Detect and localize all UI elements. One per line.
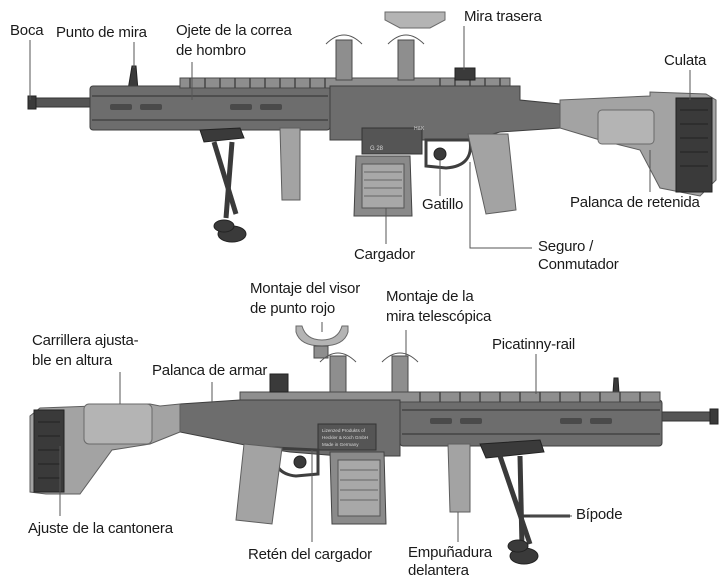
bottom-rifle: Lizenzed Produkts of Heckler & Koch GmbH… [29, 322, 719, 565]
bottom-leader-lines [59, 322, 572, 542]
svg-text:Heckler & Koch GmbH: Heckler & Koch GmbH [322, 435, 368, 440]
bottom-rear-sight [269, 373, 289, 393]
label-magazine-release: Retén del cargador [248, 546, 372, 563]
top-trigger-guard [424, 138, 472, 170]
label-red-dot-mount-line2: de punto rojo [250, 300, 335, 317]
top-scope-mount [325, 11, 446, 81]
top-rear-sight [454, 67, 476, 81]
top-leader-lines [29, 26, 691, 249]
svg-text:H&K: H&K [414, 126, 425, 132]
top-receiver-marking: G 28 H&K [370, 126, 425, 152]
svg-text:Made in Germany: Made in Germany [322, 442, 359, 447]
bottom-receiver-marking: Lizenzed Produkts of Heckler & Koch GmbH… [322, 428, 368, 447]
bottom-cheek-rest [83, 403, 153, 445]
bottom-scope-mount [319, 352, 419, 393]
label-muzzle: Boca [10, 22, 44, 39]
top-magwell [361, 127, 423, 155]
label-sling-eyelet-line2: de hombro [176, 42, 246, 59]
svg-text:Lizenzed Produkts of: Lizenzed Produkts of [322, 428, 366, 433]
label-sling-eyelet-line1: Ojete de la correa [176, 22, 292, 39]
label-red-dot-mount-line1: Montaje del visor [250, 280, 360, 297]
label-scope-mount-line1: Montaje de la [386, 288, 474, 305]
label-picatinny-rail: Picatinny-rail [492, 336, 576, 353]
label-bipod: Bípode [576, 506, 623, 523]
label-rear-sight: Mira trasera [464, 8, 542, 25]
bottom-trigger [293, 455, 307, 469]
label-safety-line1: Seguro / [538, 238, 594, 255]
label-trigger: Gatillo [422, 196, 464, 213]
label-butt-plate-adjust: Ajuste de la cantonera [28, 520, 173, 537]
top-butt-pad [675, 97, 713, 193]
bottom-magwell [317, 423, 377, 451]
bottom-bipod [479, 439, 570, 565]
label-stock: Culata [664, 52, 707, 69]
label-scope-mount-line2: mira telescópica [386, 308, 492, 325]
label-cheek-rest-line1: Carrillera ajusta- [32, 332, 139, 349]
label-charging-handle: Palanca de armar [152, 362, 268, 379]
label-front-sight: Punto de mira [56, 24, 147, 41]
top-foregrip [279, 127, 301, 201]
label-foregrip-line1: Empuñadura [408, 544, 492, 561]
top-bipod [199, 127, 247, 243]
svg-text:G 28: G 28 [370, 146, 384, 152]
label-cheek-rest-line2: ble en altura [32, 352, 112, 369]
label-magazine: Cargador [354, 246, 415, 263]
top-pistol-grip [467, 133, 517, 215]
label-foregrip-line2: delantera [408, 562, 469, 579]
bottom-handguard-slots [430, 418, 612, 424]
bottom-pistol-grip [235, 443, 283, 525]
top-muzzle-device [27, 95, 37, 110]
label-retaining-lever: Palanca de retenida [570, 194, 700, 211]
bottom-foregrip [447, 443, 471, 513]
label-safety-line2: Conmutador [538, 256, 619, 273]
bottom-red-dot-mount [295, 325, 349, 359]
top-handguard-slots [110, 104, 282, 110]
bottom-picatinny-rail [239, 391, 661, 403]
top-rifle: G 28 H&K [27, 11, 717, 249]
top-trigger [433, 147, 447, 161]
top-barrel [29, 97, 93, 108]
bottom-barrel [659, 411, 717, 422]
bottom-muzzle-device [709, 408, 719, 425]
